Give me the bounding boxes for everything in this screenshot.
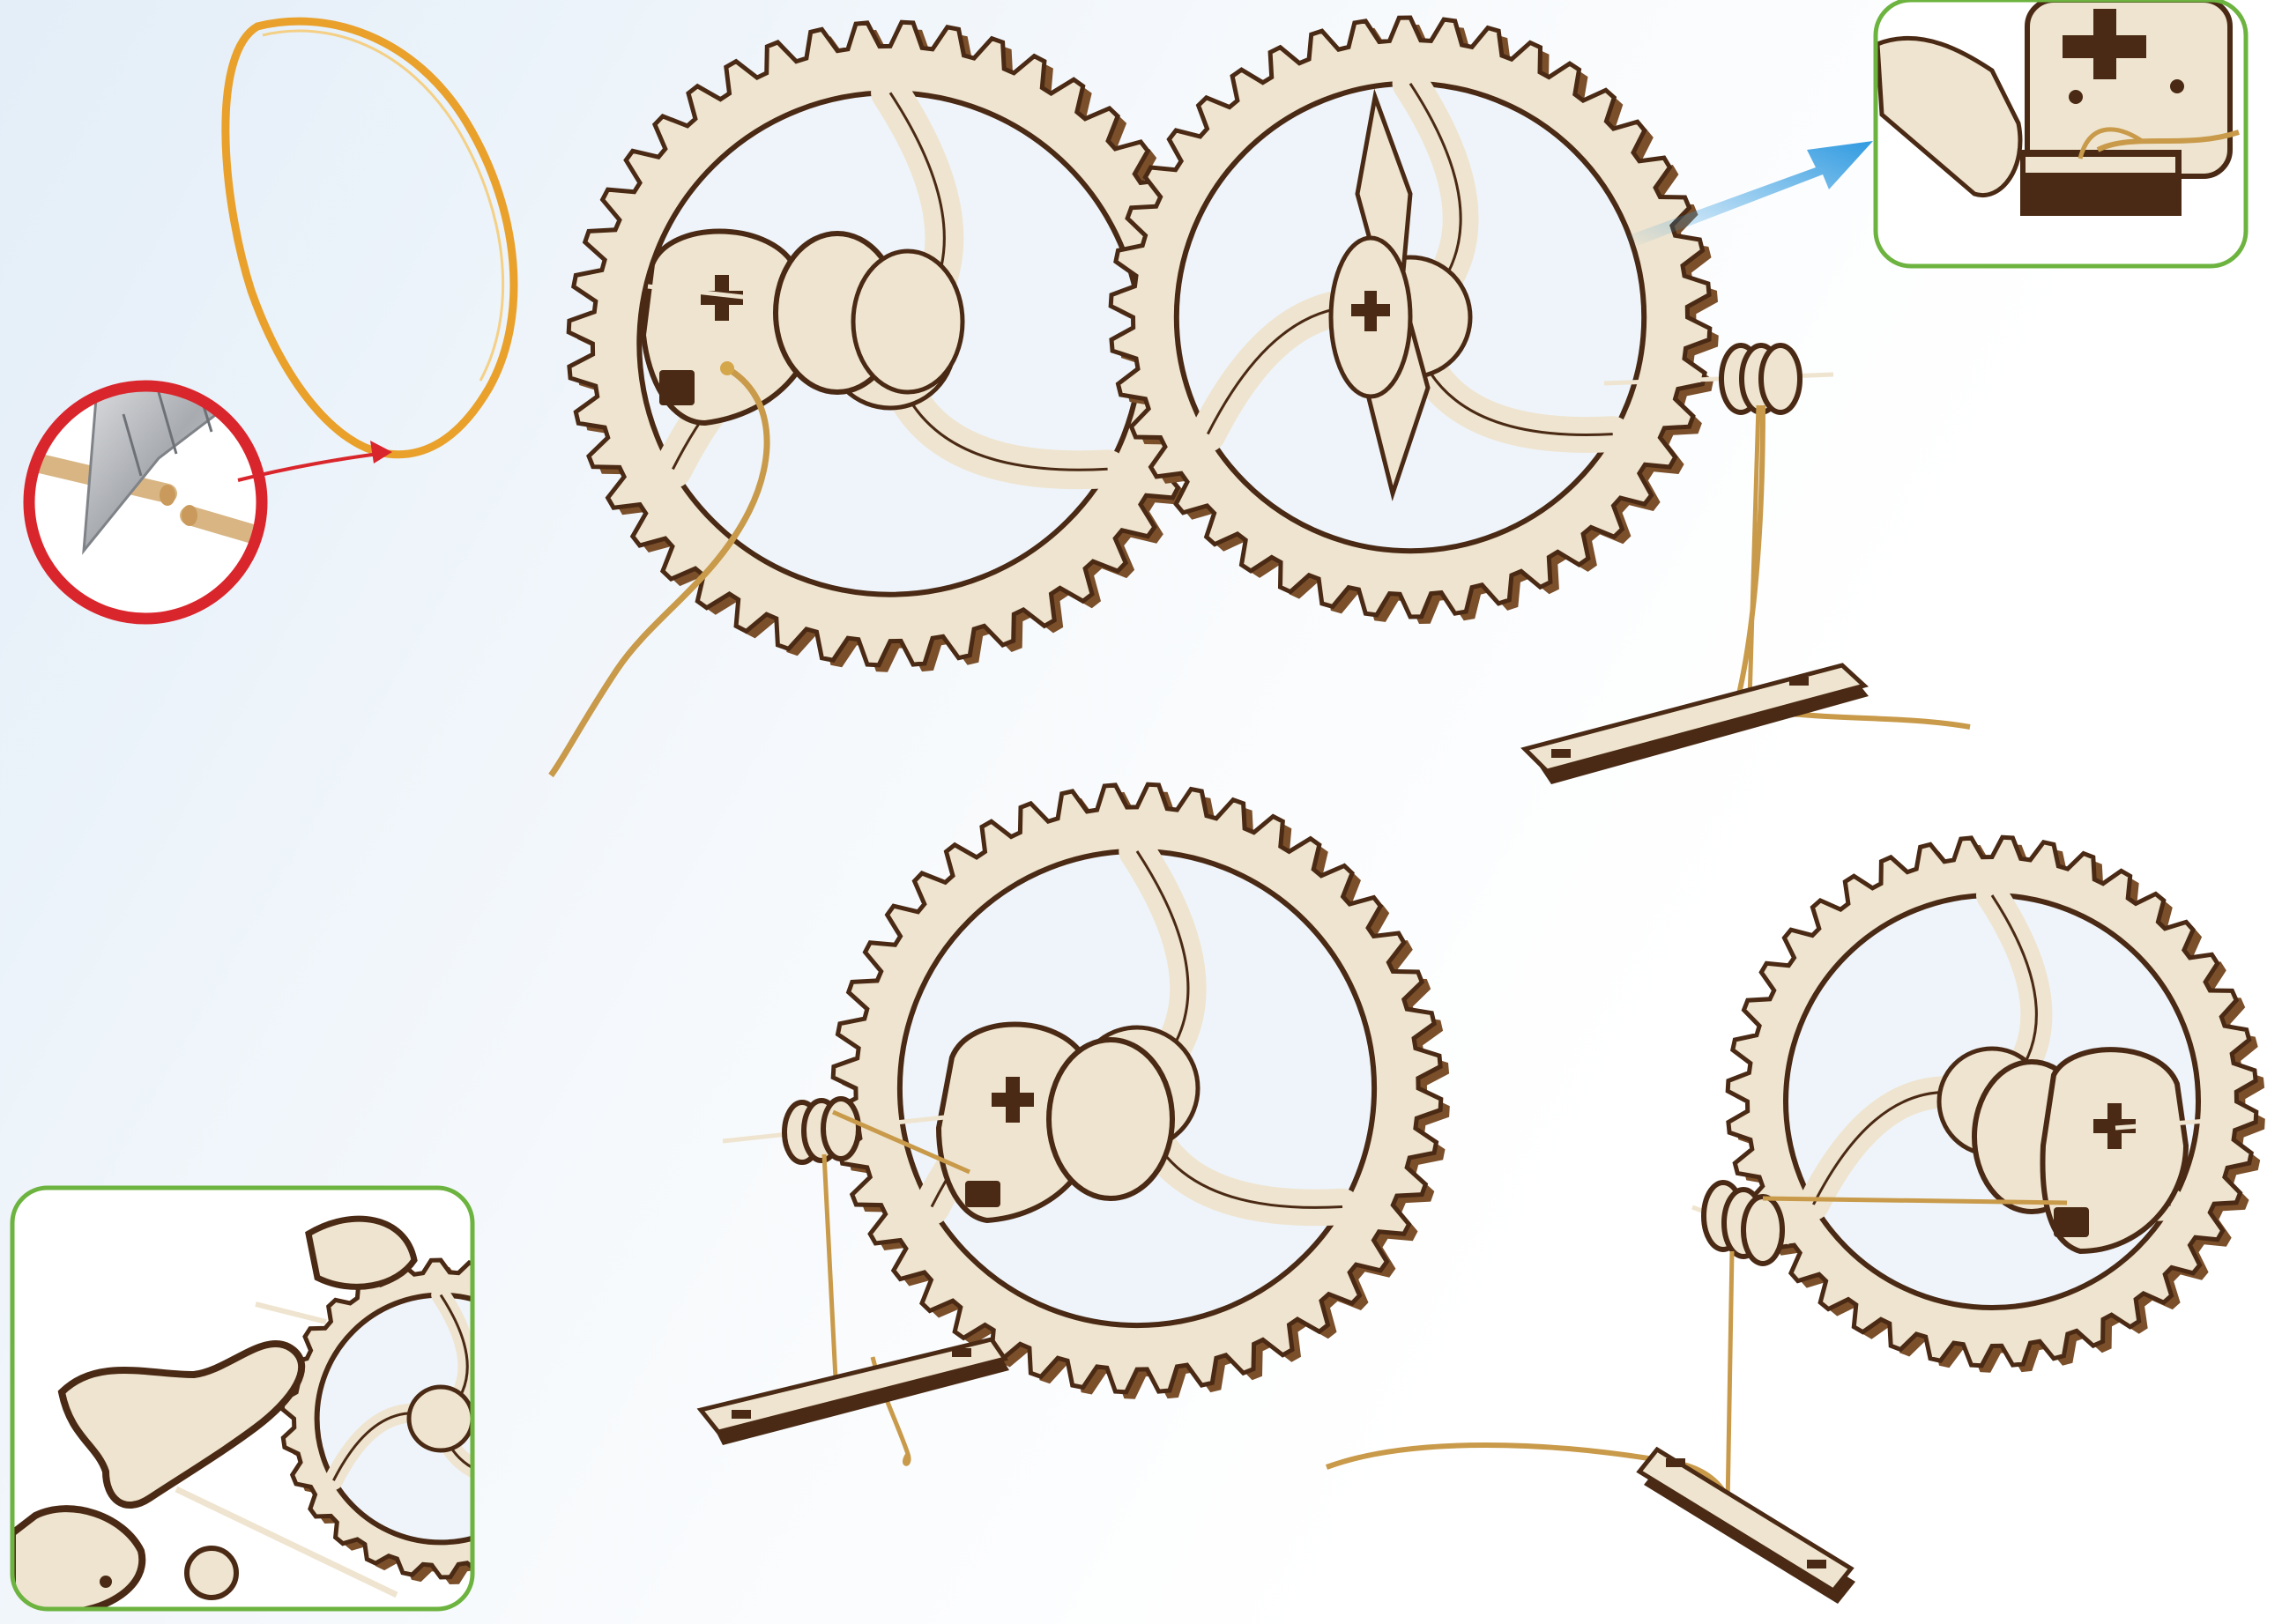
rubber-band-highlight [263,31,503,381]
step-5-wheel-with-spool-right [1327,837,2265,1604]
gear-hub [409,1387,472,1450]
step-4-wheel-with-spool-left [701,784,1450,1464]
gear-wheel-icon [1111,18,1719,624]
cut-detail-callout [18,344,392,619]
stand-base-icon [1639,1450,1855,1604]
stand-base-icon [1525,665,1869,784]
step-1-rubber-band [18,21,514,619]
inset-top-right [1876,0,2246,266]
inset-bottom-left [12,1188,608,1613]
stand-base-icon [701,1339,1009,1445]
hub-plate-icon [939,1025,1172,1221]
rubber-band-icon [226,21,514,455]
step-3-wheel-front-with-spool [1111,18,1970,784]
step-2-wheel-with-cord [551,22,1221,775]
